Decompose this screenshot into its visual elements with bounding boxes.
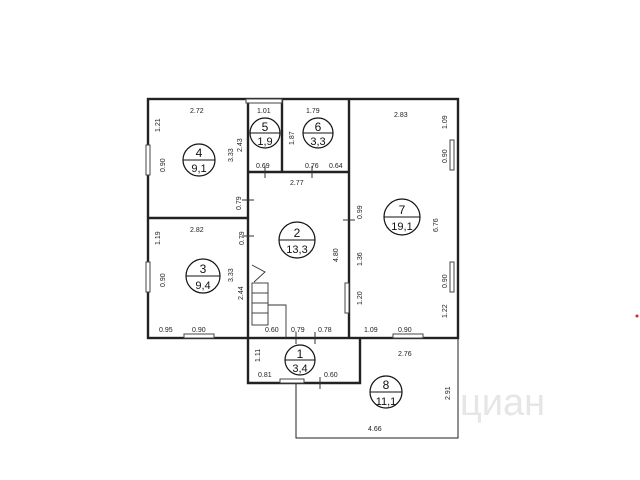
dim-label: 3.33 xyxy=(228,148,235,162)
dim-label: 0.99 xyxy=(357,205,364,219)
room-area: 1,9 xyxy=(257,136,272,148)
dim-label: 0.69 xyxy=(256,163,270,170)
dim-label: 0.76 xyxy=(305,163,319,170)
dim-label: 1.22 xyxy=(442,304,449,318)
dim-label: 2.91 xyxy=(445,386,452,400)
dim-label: 2.82 xyxy=(190,227,204,234)
room-number: 3 xyxy=(200,262,207,276)
windows xyxy=(145,98,455,384)
dim-label: 0.79 xyxy=(239,231,246,245)
dim-label: 0.78 xyxy=(318,327,332,334)
dim-label: 6.76 xyxy=(433,218,440,232)
dim-label: 1.36 xyxy=(357,252,364,266)
room-area: 9,4 xyxy=(195,280,210,292)
room-area: 3,4 xyxy=(292,363,307,375)
dim-label: 0.60 xyxy=(265,327,279,334)
room-2-marker: 2 13,3 xyxy=(278,221,316,259)
dim-label: 1.21 xyxy=(155,118,162,132)
room-7-marker: 7 19,1 xyxy=(383,198,421,236)
dim-label: 0.60 xyxy=(324,372,338,379)
dim-label: 0.90 xyxy=(192,327,206,334)
dim-label: 1.79 xyxy=(306,108,320,115)
dim-label: 2.72 xyxy=(190,108,204,115)
dim-label: 0.64 xyxy=(329,163,343,170)
room-number: 5 xyxy=(262,120,269,134)
room-area: 19,1 xyxy=(391,221,412,233)
dim-label: 0.79 xyxy=(291,327,305,334)
room-8-marker: 8 11,1 xyxy=(369,375,403,409)
room-4-marker: 4 9,1 xyxy=(182,143,216,177)
dim-label: 1.87 xyxy=(289,131,296,145)
dim-label: 2.77 xyxy=(290,180,304,187)
dim-label: 0.81 xyxy=(258,372,272,379)
dim-label: 3.33 xyxy=(228,268,235,282)
room-5-marker: 5 1,9 xyxy=(249,117,281,149)
dim-label: 2.76 xyxy=(398,351,412,358)
dim-label: 2.83 xyxy=(394,112,408,119)
staircase xyxy=(251,264,287,338)
room-6-marker: 6 3,3 xyxy=(302,117,334,149)
dim-label: 0.90 xyxy=(160,158,167,172)
room-number: 8 xyxy=(383,378,390,392)
room-1-marker: 1 3,4 xyxy=(284,344,316,376)
dim-label: 0.90 xyxy=(442,274,449,288)
dim-label: 1.09 xyxy=(442,115,449,129)
dim-label: 0.90 xyxy=(442,149,449,163)
room-3-marker: 3 9,4 xyxy=(185,258,221,294)
room-area: 13,3 xyxy=(286,244,307,256)
dimension-labels: 2.72 1.01 1.79 2.83 1.21 0.90 3.33 2.43 … xyxy=(155,108,452,433)
dim-label: 4.80 xyxy=(333,248,340,262)
dim-label: 4.66 xyxy=(368,426,382,433)
door-ticks xyxy=(242,166,355,389)
dim-label: 0.79 xyxy=(236,196,243,210)
room-area: 3,3 xyxy=(310,136,325,148)
room-number: 1 xyxy=(297,347,304,361)
room-number: 6 xyxy=(315,120,322,134)
room-number: 2 xyxy=(294,226,301,240)
dim-label: 0.95 xyxy=(159,327,173,334)
dim-label: 0.90 xyxy=(398,327,412,334)
dim-label: 2.43 xyxy=(237,138,244,152)
room-number: 4 xyxy=(196,146,203,160)
dim-label: 2.44 xyxy=(238,286,245,300)
dim-label: 1.20 xyxy=(357,291,364,305)
room-markers: 4 9,1 5 1,9 6 3,3 7 19,1 2 13,3 xyxy=(182,117,421,409)
dim-label: 0.90 xyxy=(160,273,167,287)
dim-label: 1.19 xyxy=(155,231,162,245)
dim-label: 1.01 xyxy=(257,108,271,115)
dim-label: 1.11 xyxy=(255,349,262,362)
watermark-text: циан xyxy=(460,382,545,424)
dim-label: 1.09 xyxy=(364,327,378,334)
room-area: 11,1 xyxy=(376,396,397,408)
room-number: 7 xyxy=(399,203,406,217)
room-area: 9,1 xyxy=(191,163,206,175)
edge-marker xyxy=(635,314,639,318)
